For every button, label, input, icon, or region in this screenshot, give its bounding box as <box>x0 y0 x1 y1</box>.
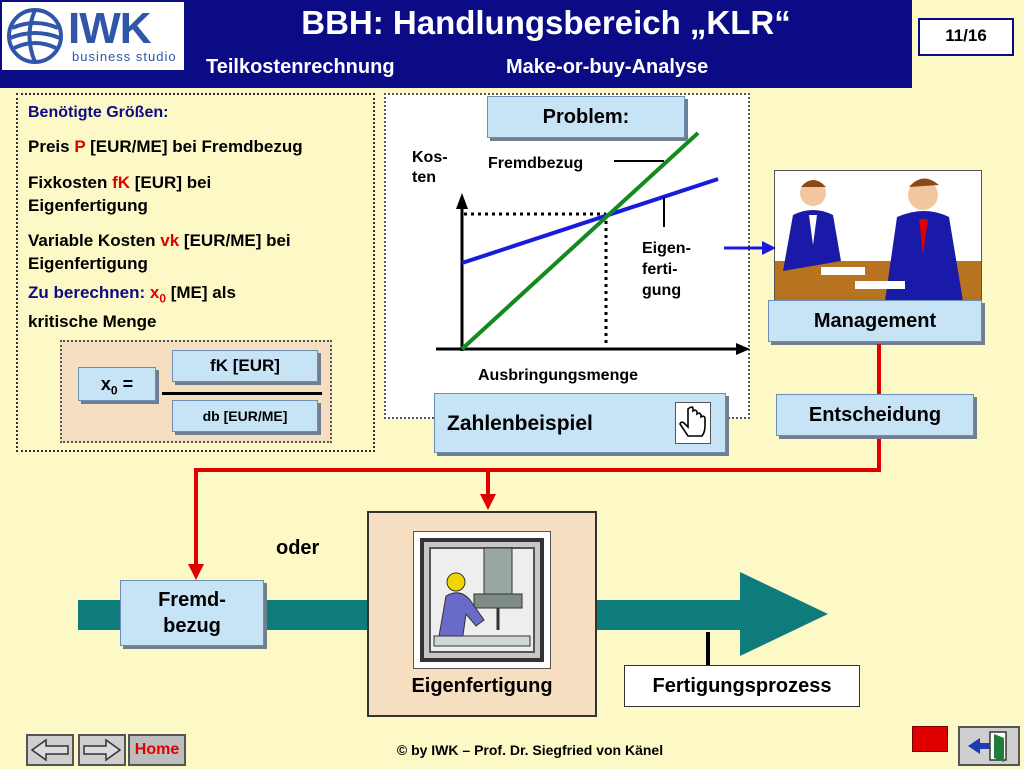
x-axis-label: Ausbringungsmenge <box>478 367 639 384</box>
to-calculate-text: Zu berechnen: <box>28 283 150 302</box>
subtitle-make-or-buy: Make-or-buy-Analyse <box>506 56 709 78</box>
required-values-heading: Benötigte Größen: <box>28 104 169 121</box>
formula-x-subscript: 0 <box>110 383 118 398</box>
variable-cost-unit: [EUR/ME] bei <box>179 231 291 250</box>
x0-symbol: x <box>149 283 160 302</box>
arrow-left-icon <box>30 738 69 762</box>
machine-operator-illustration <box>413 531 551 669</box>
eigenfertigung-label: Eigenfertigung <box>411 675 553 697</box>
formula-denominator: db [EUR/ME] <box>172 400 318 432</box>
home-button[interactable]: Home <box>128 734 186 766</box>
eigenfertigung-line-label: Eigen-ferti-gung <box>642 238 691 301</box>
fremdbezug-cost-line <box>460 131 700 351</box>
x0-subscript: 0 <box>159 291 167 306</box>
y-axis-label: Kos-ten <box>412 148 448 188</box>
exit-button[interactable] <box>958 726 1020 766</box>
formula-box: x0 = fK [EUR] db [EUR/ME] <box>60 340 332 443</box>
formula-equals: = <box>117 374 134 394</box>
cost-chart-panel <box>384 93 750 419</box>
arrow-right-nav-icon <box>83 738 122 762</box>
variable-cost-symbol: vk <box>160 231 180 250</box>
cost-chart <box>436 131 750 355</box>
fertigungsprozess-label: Fertigungsprozess <box>624 665 860 707</box>
page-title: BBH: Handlungsbereich „KLR“ <box>301 4 791 41</box>
fixed-cost-unit: [EUR] bei <box>130 173 212 192</box>
critical-quantity-text: kritische Menge <box>28 312 157 332</box>
price-symbol: P <box>74 137 86 156</box>
eigen-label-2: ferti- <box>642 261 678 278</box>
formula-lhs: x0 = <box>78 367 156 401</box>
y-axis-label-line2: ten <box>412 169 436 186</box>
formula-numerator: fK [EUR] <box>172 350 318 382</box>
fremdbezug-label-1: Fremd- <box>158 589 226 611</box>
fixed-cost-symbol: fK <box>112 173 131 192</box>
variable-cost-text: Variable Kosten <box>28 231 161 250</box>
entscheidung-button[interactable]: Entscheidung <box>776 394 974 436</box>
management-illustration <box>774 170 982 302</box>
price-text: Preis <box>28 137 75 156</box>
hand-pointer-icon <box>675 402 711 444</box>
y-axis-label-line1: Kos- <box>412 149 448 166</box>
critical-quantity-line: Zu berechnen: x0 [ME] als kritische Meng… <box>28 281 236 333</box>
zahlenbeispiel-label: Zahlenbeispiel <box>447 412 593 435</box>
red-marker <box>912 726 948 752</box>
fremdbezug-button[interactable]: Fremd-bezug <box>120 580 264 646</box>
exit-door-icon <box>968 731 1007 762</box>
formula-x: x <box>100 374 111 394</box>
copyright-footer: © by IWK – Prof. Dr. Siegfried von Känel <box>396 742 664 758</box>
logo-text: IWK <box>68 4 152 53</box>
oder-label: oder <box>276 537 320 559</box>
fraction-bar <box>162 392 322 395</box>
subtitle-teilkostenrechnung: Teilkostenrechnung <box>206 56 395 78</box>
price-unit: [EUR/ME] bei Fremdbezug <box>85 137 303 156</box>
eigen-label-1: Eigen- <box>642 240 691 257</box>
x-axis-arrow <box>736 343 750 355</box>
fremdbezug-label-2: bezug <box>163 615 221 637</box>
zahlenbeispiel-button[interactable]: Zahlenbeispiel <box>434 393 726 453</box>
logo-subtext: business studio <box>72 49 177 64</box>
eigenfertigung-cost-line <box>461 177 719 265</box>
fixed-cost-context: Eigenfertigung <box>28 196 148 215</box>
back-button[interactable] <box>26 734 74 766</box>
variable-cost-line: Variable Kosten vk [EUR/ME] bei Eigenfer… <box>28 229 291 275</box>
fremdbezug-line-label: Fremdbezug <box>488 155 584 172</box>
eigen-label-3: gung <box>642 282 682 299</box>
y-axis-arrow <box>456 193 468 209</box>
fixed-cost-line: Fixkosten fK [EUR] bei Eigenfertigung <box>28 171 211 217</box>
globe-icon <box>7 8 63 64</box>
required-values-panel: Benötigte Größen: Preis P [EUR/ME] bei F… <box>16 93 375 452</box>
iwk-logo: IWK business studio <box>0 0 186 72</box>
management-button[interactable]: Management <box>768 300 982 342</box>
problem-label: Problem: <box>487 96 685 138</box>
x0-unit: [ME] als <box>166 283 236 302</box>
variable-cost-context: Eigenfertigung <box>28 254 148 273</box>
price-line: Preis P [EUR/ME] bei Fremdbezug <box>28 135 303 158</box>
eigenfertigung-box: Eigenfertigung <box>367 511 597 717</box>
fixed-cost-text: Fixkosten <box>28 173 113 192</box>
page-number-badge: 11/16 <box>918 18 1014 56</box>
forward-button[interactable] <box>78 734 126 766</box>
arrow-right-icon <box>724 241 776 255</box>
